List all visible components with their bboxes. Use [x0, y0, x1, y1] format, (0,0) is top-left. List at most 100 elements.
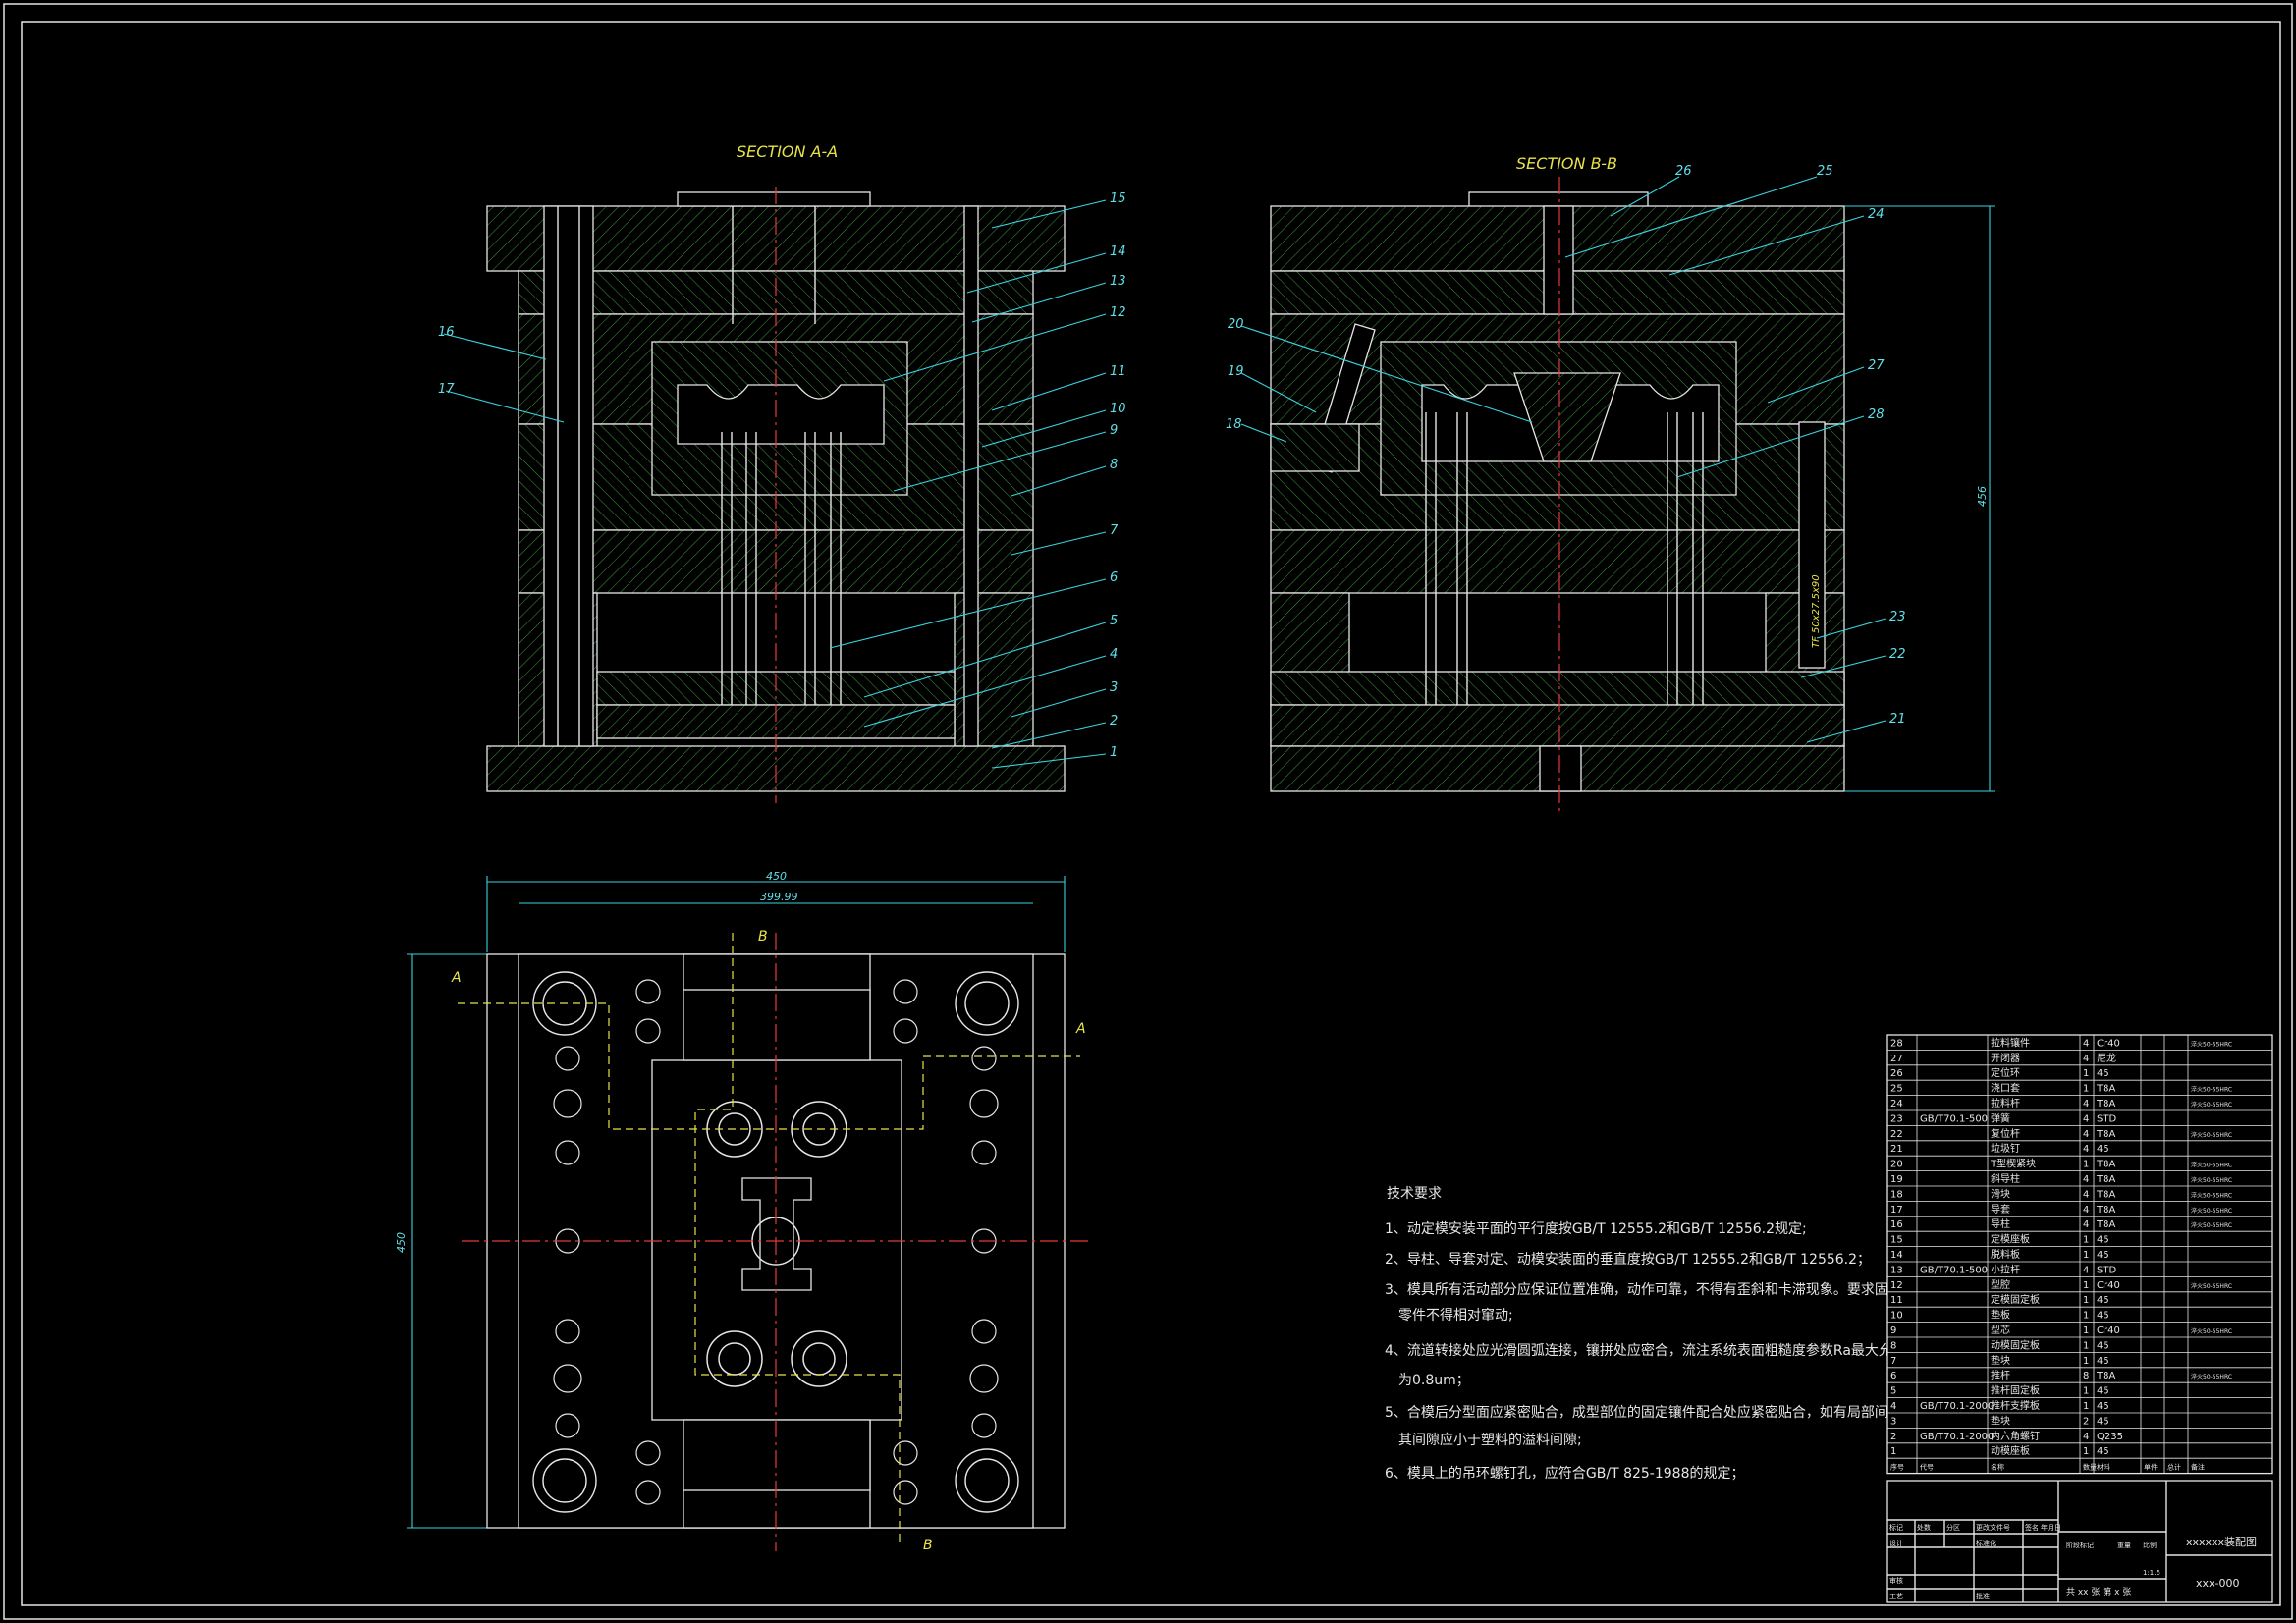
- sprue-bushing: [1543, 205, 1574, 315]
- bom-cell-mat: T8A: [2096, 1205, 2115, 1216]
- bom-cell-mat: T8A: [2096, 1160, 2115, 1170]
- bom-cell-note: 淬火50-55HRC: [2191, 1162, 2232, 1169]
- bom-cell-qty: 1: [2083, 1311, 2089, 1322]
- bom-header-cell: 备注: [2191, 1463, 2205, 1472]
- dim-height-plan: 450: [395, 1232, 408, 1253]
- bom-cell-qty: 4: [2083, 1099, 2089, 1109]
- tech-heading: 技术要求: [1387, 1186, 1442, 1202]
- svg-text:20: 20: [1228, 317, 1244, 332]
- svg-text:22: 22: [1889, 647, 1906, 662]
- bom-cell-name: 垫块: [1991, 1414, 2010, 1427]
- bom-cell-name: 型腔: [1991, 1278, 2010, 1291]
- return-pin-a: [963, 205, 979, 747]
- bom-cell-name: 推杆: [1991, 1369, 2010, 1381]
- bom-cell-mat: 45: [2097, 1068, 2109, 1079]
- bom-cell-no: 5: [1890, 1386, 1896, 1397]
- drawing-number: xxx-000: [2196, 1577, 2240, 1590]
- drawing-name: xxxxxx装配图: [2186, 1536, 2257, 1548]
- svg-text:14: 14: [1110, 244, 1126, 259]
- bom-cell-note: 淬火50-55HRC: [2191, 1327, 2232, 1335]
- section-b-title: SECTION B-B: [1516, 154, 1617, 173]
- bom-cell-qty: 2: [2083, 1416, 2089, 1427]
- svg-text:5、合模后分型面应紧密贴合，成型部位的固定镶件配合处应紧密贴: 5、合模后分型面应紧密贴合，成型部位的固定镶件配合处应紧密贴合，如有局部间隙，: [1385, 1404, 1916, 1421]
- svg-text:批准: 批准: [1976, 1592, 1990, 1600]
- leaders-a: [443, 199, 1107, 769]
- sheet-count: 共 xx 张 第 x 张: [2066, 1586, 2131, 1597]
- bom-cell-name: 脱料板: [1991, 1248, 2020, 1261]
- bom-cell-mat: T8A: [2096, 1371, 2115, 1381]
- bom-cell-note: 淬火50-55HRC: [2191, 1207, 2232, 1215]
- svg-text:比例: 比例: [2143, 1541, 2157, 1549]
- bom-cell-name: 型芯: [1991, 1324, 2010, 1336]
- bom-cell-qty: 1: [2083, 1160, 2089, 1170]
- svg-text:13: 13: [1110, 274, 1126, 289]
- svg-text:更改文件号: 更改文件号: [1976, 1523, 2010, 1532]
- bom-cell-qty: 1: [2083, 1446, 2089, 1457]
- bom-cell-mat: 45: [2097, 1250, 2109, 1261]
- bom-cell-mat: 45: [2097, 1311, 2109, 1322]
- svg-text:9: 9: [1110, 423, 1118, 438]
- bom-cell-mat: Cr40: [2097, 1038, 2120, 1049]
- bom-cell-name: 滑块: [1991, 1188, 2010, 1200]
- bom-cell-std: GB/T70.1-500: [1920, 1265, 1988, 1275]
- bom-cell-name: 导套: [1991, 1203, 2010, 1216]
- bom-cell-name: 拉料镶件: [1991, 1036, 2030, 1049]
- screw-holes: [553, 979, 999, 1505]
- svg-text:1:1.5: 1:1.5: [2143, 1569, 2160, 1577]
- outer-border: [3, 3, 2293, 1620]
- bom-cell-name: 动模固定板: [1991, 1338, 2040, 1351]
- svg-text:10: 10: [1110, 402, 1126, 416]
- bom-cell-no: 7: [1890, 1356, 1896, 1367]
- bom-header-cell: 材料: [2097, 1463, 2110, 1472]
- svg-text:27: 27: [1868, 358, 1885, 373]
- bom-cell-qty: 4: [2083, 1113, 2089, 1124]
- bom-cell-qty: 1: [2083, 1356, 2089, 1367]
- bom-cell-qty: 1: [2083, 1280, 2089, 1291]
- bom-cell-no: 13: [1890, 1265, 1903, 1275]
- bom-cell-mat: Cr40: [2097, 1325, 2120, 1336]
- bom-cell-note: 淬火50-55HRC: [2191, 1221, 2232, 1229]
- bom-cell-qty: 1: [2083, 1235, 2089, 1246]
- svg-text:处数: 处数: [1917, 1523, 1931, 1532]
- bom-cell-qty: 4: [2083, 1219, 2089, 1230]
- dim-height-b: 456: [1976, 486, 1989, 507]
- bom-cell-name: 开闭器: [1991, 1052, 2020, 1064]
- bom-cell-qty: 4: [2083, 1054, 2089, 1064]
- bom-cell-no: 15: [1890, 1235, 1903, 1246]
- bom-cell-no: 28: [1890, 1038, 1903, 1049]
- ejector-pins-b: [1425, 412, 1704, 705]
- svg-text:标准化: 标准化: [1976, 1539, 1996, 1547]
- inner-border: [21, 21, 2281, 1606]
- bom-cell-qty: 1: [2083, 1068, 2089, 1079]
- svg-text:2、导柱、导套对定、动模安装面的垂直度按GB/T 12555: 2、导柱、导套对定、动模安装面的垂直度按GB/T 12555.2和GB/T 12…: [1385, 1251, 1871, 1268]
- svg-text:17: 17: [438, 382, 455, 397]
- bom-cell-name: T型楔紧块: [1990, 1158, 2036, 1170]
- svg-text:重量: 重量: [2117, 1542, 2131, 1549]
- bom-cell-mat: 45: [2097, 1144, 2109, 1155]
- svg-text:23: 23: [1889, 610, 1906, 624]
- bom-cell-note: 淬火50-55HRC: [2191, 1282, 2232, 1290]
- bom-cell-name: 导柱: [1991, 1217, 2010, 1230]
- bom-cell-no: 23: [1890, 1113, 1903, 1124]
- bom-cell-note: 淬火50-55HRC: [2191, 1086, 2232, 1094]
- cavity-shape: [677, 384, 885, 445]
- bom-cell-name: 弹簧: [1991, 1111, 2010, 1124]
- bom-header-cell: 代号: [1920, 1463, 1934, 1472]
- bom-cell-mat: STD: [2097, 1113, 2116, 1124]
- bom-cell-qty: 1: [2083, 1325, 2089, 1336]
- bom-cell-mat: 45: [2097, 1401, 2109, 1412]
- guide-pillar-a: [543, 205, 594, 747]
- bom-cell-mat: 45: [2097, 1446, 2109, 1457]
- svg-text:签名: 签名: [2025, 1523, 2039, 1532]
- svg-text:11: 11: [1110, 364, 1126, 379]
